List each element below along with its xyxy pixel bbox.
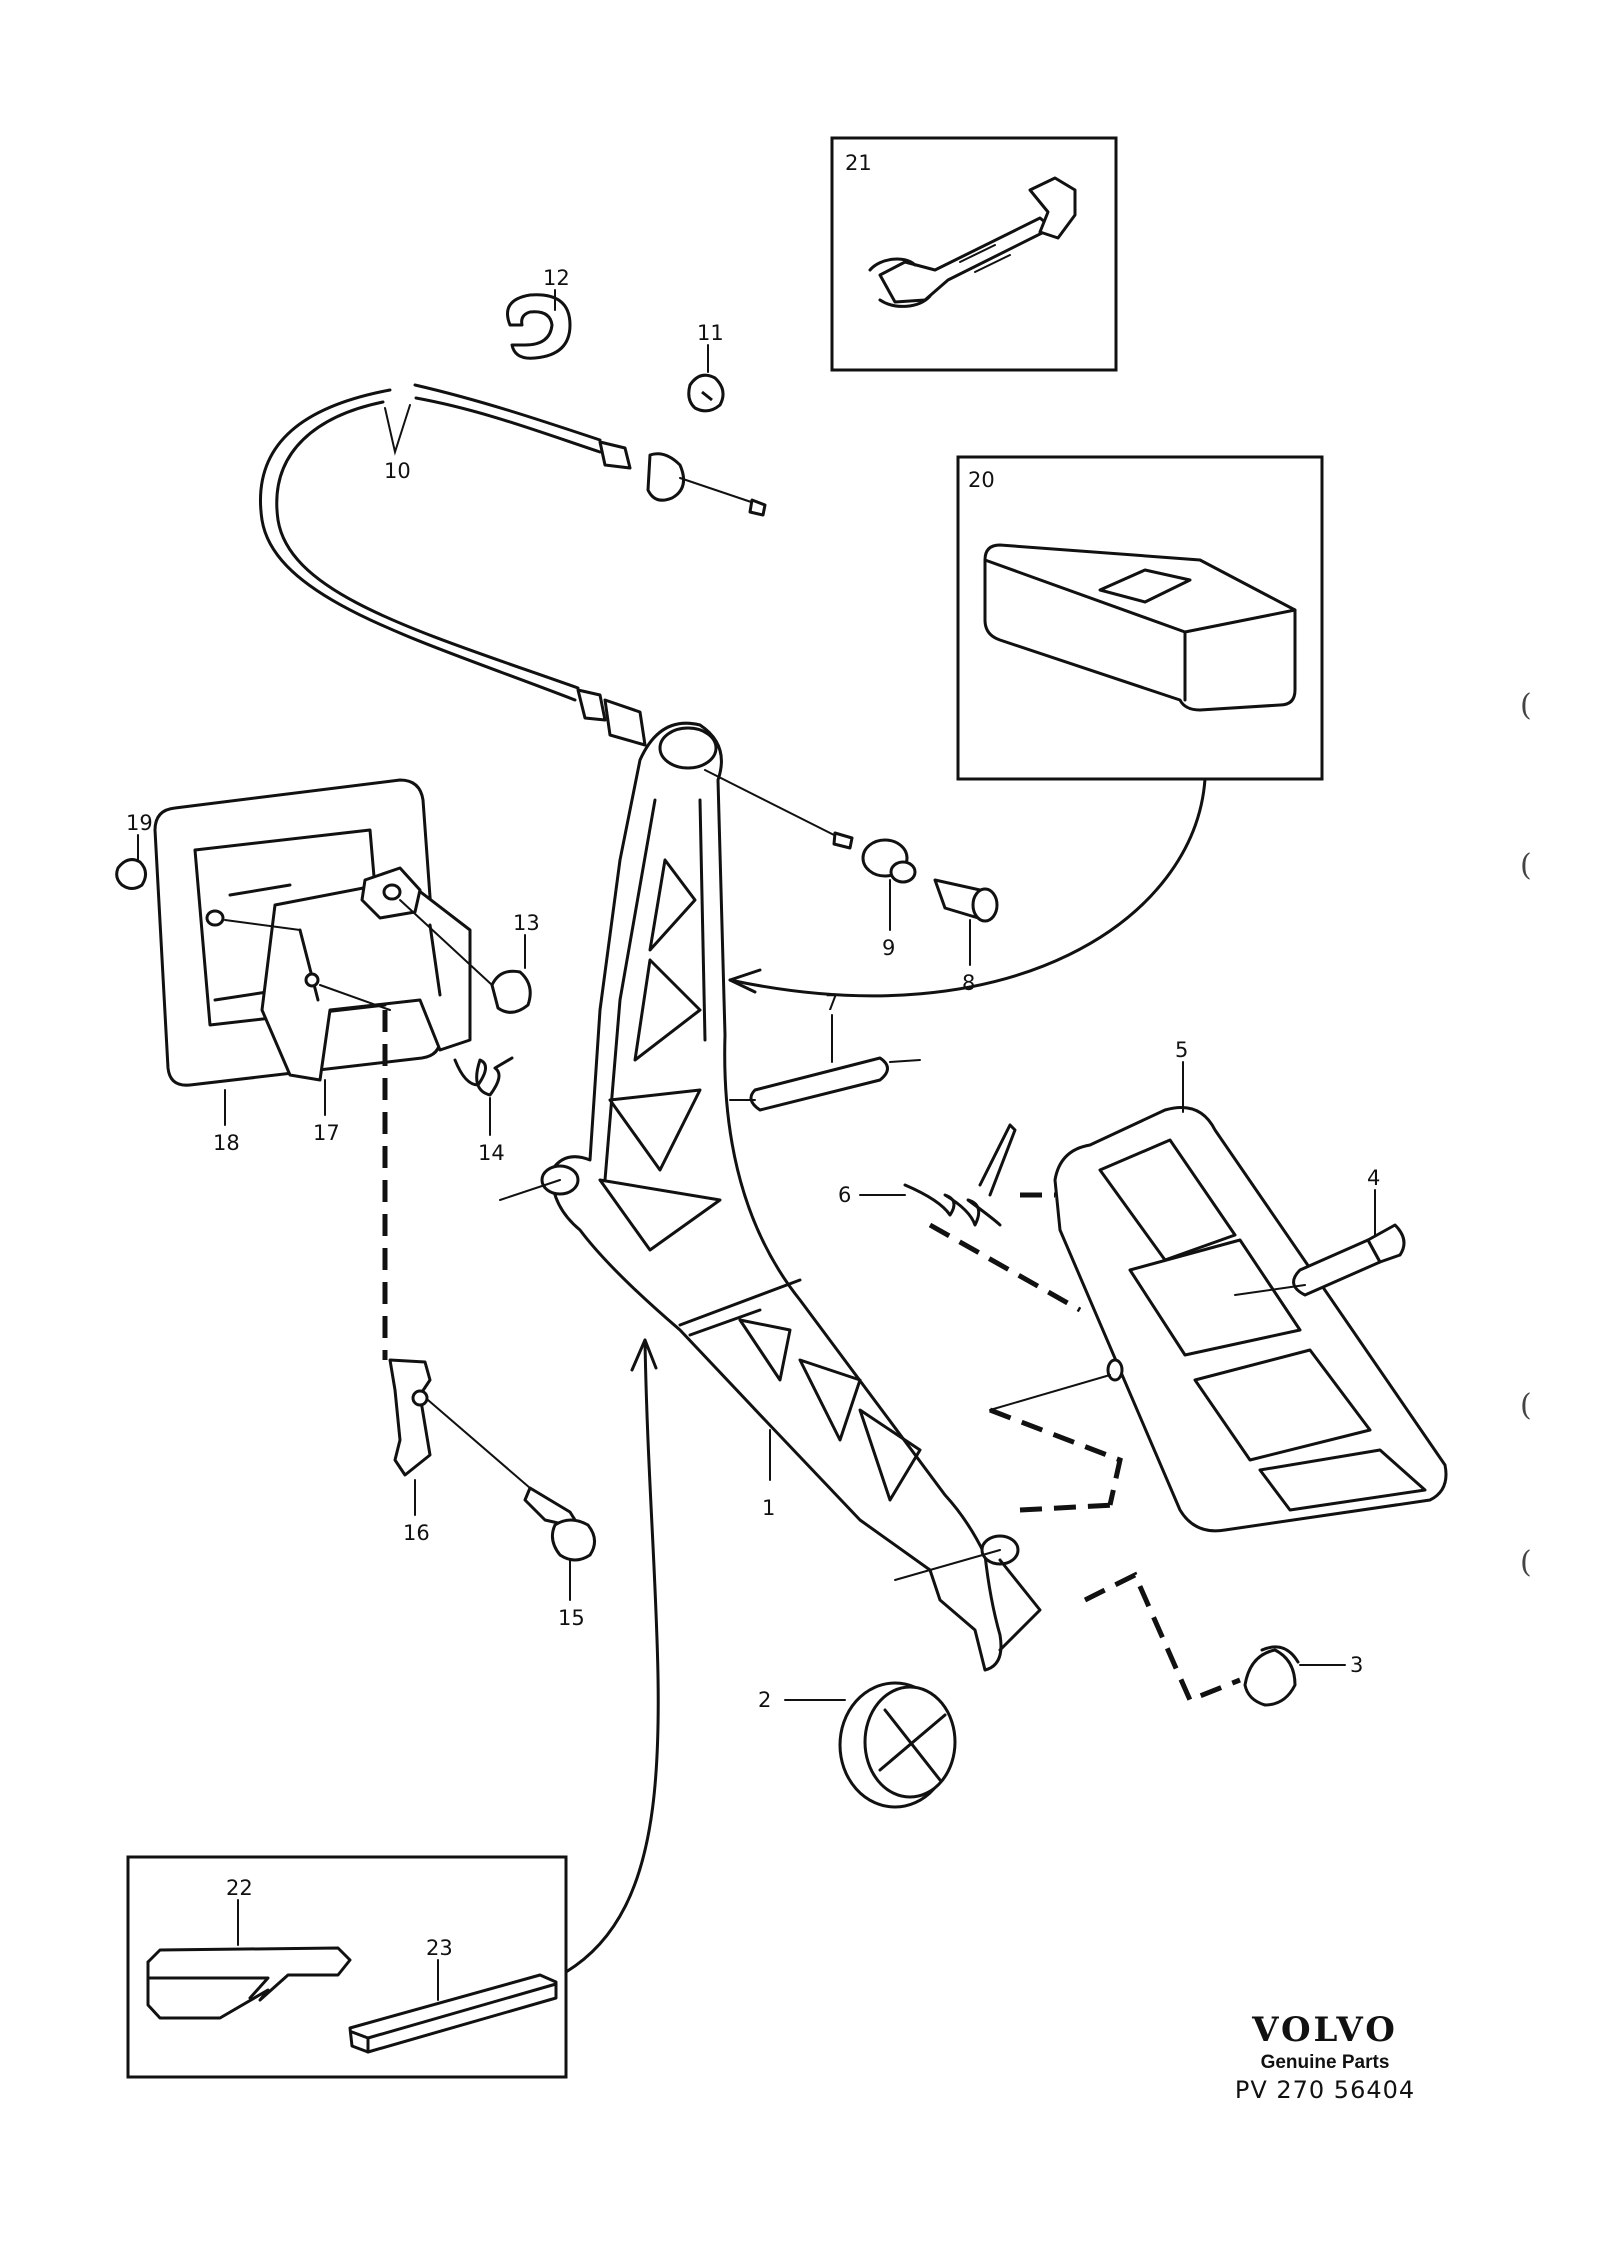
brand-subtitle: Genuine Parts — [1260, 2052, 1390, 2073]
cable-end-nipple — [832, 831, 854, 850]
callout-14: 14 — [478, 1141, 505, 1165]
callout-5: 5 — [1175, 1038, 1188, 1062]
callout-6: 6 — [838, 1183, 851, 1207]
part-13-cap — [399, 899, 532, 1014]
margin-mark: ( — [1520, 848, 1532, 883]
callout-8: 8 — [962, 971, 975, 995]
margin-mark: ( — [1520, 1388, 1532, 1423]
callout-20: 20 — [968, 468, 995, 492]
part-22-pad — [146, 1946, 352, 2020]
part-10-cable — [259, 383, 767, 747]
arrow-20-to-pedal — [728, 777, 1207, 998]
callout-17: 17 — [313, 1121, 340, 1145]
margin-mark: ( — [1520, 688, 1532, 723]
volvo-logo: VOLVO — [1252, 2010, 1398, 2050]
callout-1: 1 — [762, 1496, 775, 1520]
diagram-code: PV 270 56404 — [1234, 2076, 1416, 2104]
callout-21: 21 — [845, 151, 872, 175]
part-15-bolt — [427, 1399, 596, 1562]
part-3-bushing — [1083, 1571, 1300, 1707]
part-20-foam-block — [983, 543, 1297, 712]
callout-7: 7 — [825, 991, 838, 1015]
part-7-rod — [729, 1056, 921, 1112]
part-4-pin — [1234, 1223, 1406, 1297]
part-14-spring — [453, 1056, 514, 1097]
callout-13: 13 — [513, 911, 540, 935]
callout-9: 9 — [882, 936, 895, 960]
part-12-clip — [506, 293, 572, 360]
arrow-22-23-to-pedal — [564, 1338, 660, 1974]
callout-18: 18 — [213, 1131, 240, 1155]
part-1-pedal-arm — [499, 721, 1042, 1672]
cable-end — [704, 769, 841, 839]
part-2-grommet — [838, 1681, 957, 1809]
inset-box-20 — [956, 455, 1324, 781]
callout-22: 22 — [226, 1876, 253, 1900]
brand-block: VOLVO Genuine Parts PV 270 56404 — [1215, 2010, 1435, 2104]
part-23-pad — [348, 1973, 558, 2054]
callout-23: 23 — [426, 1936, 453, 1960]
leader-10 — [384, 404, 411, 456]
part-17-switch — [205, 866, 472, 1082]
inset-box-21 — [830, 136, 1118, 372]
inset-box-22-23 — [126, 1855, 568, 2079]
part-8-pin — [933, 878, 999, 923]
callout-4: 4 — [1367, 1166, 1380, 1190]
part-19-ring — [115, 858, 147, 890]
dashed-6-to-5 — [928, 1222, 1082, 1313]
callout-2: 2 — [758, 1688, 771, 1712]
callout-10: 10 — [384, 459, 411, 483]
callout-16: 16 — [403, 1521, 430, 1545]
part-9-bushing — [861, 838, 917, 884]
arrow-20-head — [728, 968, 762, 994]
part-21-adjuster — [868, 176, 1077, 308]
callout-3: 3 — [1350, 1653, 1363, 1677]
callout-11: 11 — [697, 321, 724, 345]
callout-12: 12 — [543, 266, 570, 290]
callout-19: 19 — [126, 811, 153, 835]
part-11-clip — [687, 373, 725, 413]
part-5-pedal-pad — [989, 1106, 1448, 1533]
arrow-22-23-head — [630, 1338, 658, 1372]
part-6-spring — [903, 1123, 1055, 1227]
margin-mark: ( — [1520, 1545, 1532, 1580]
callout-15: 15 — [558, 1606, 585, 1630]
part-16-bracket — [388, 1358, 432, 1477]
